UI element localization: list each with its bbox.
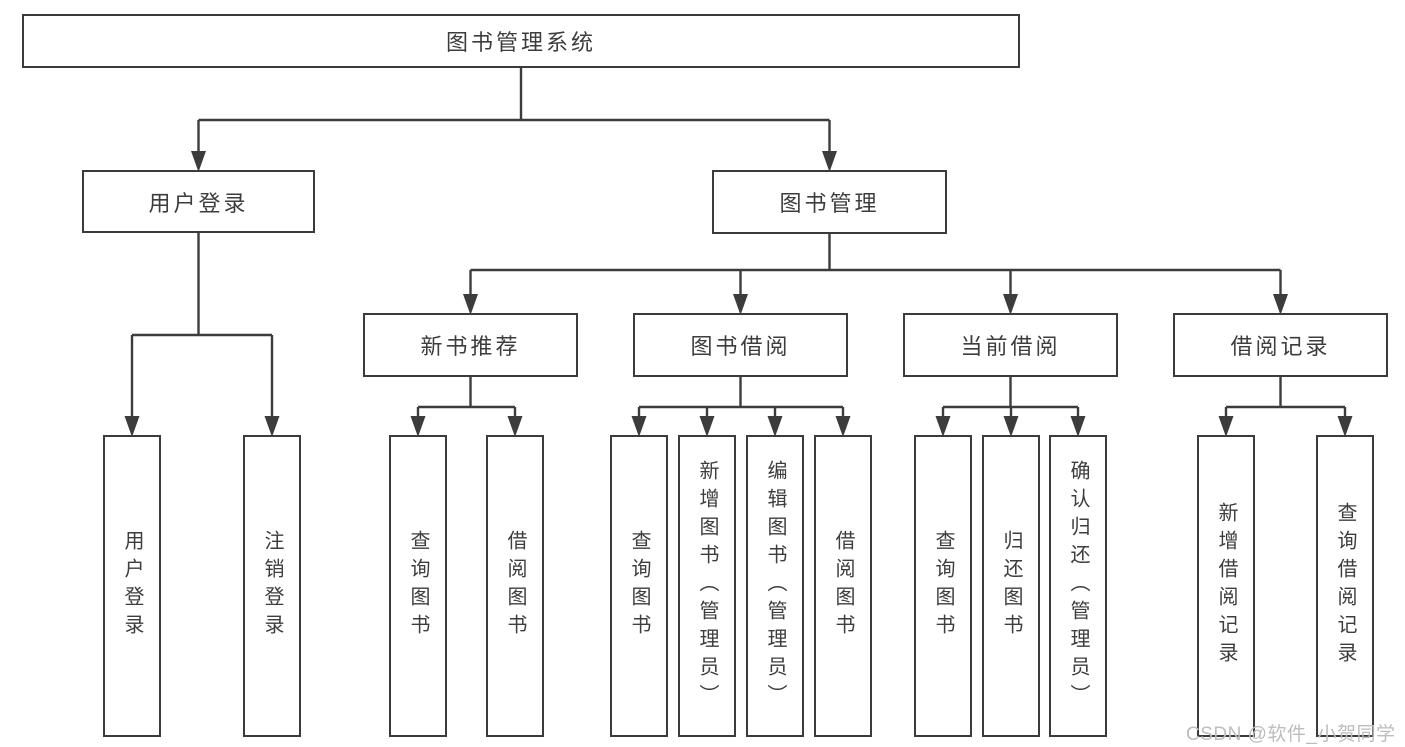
arrowhead bbox=[835, 416, 851, 437]
arrowhead bbox=[1218, 416, 1234, 437]
node-label: 查询图书 bbox=[932, 530, 954, 642]
node-new-book-recommend: 新书推荐 bbox=[363, 313, 578, 377]
node-label: 查询图书 bbox=[628, 530, 650, 642]
node-label: 借阅图书 bbox=[504, 530, 526, 642]
node-label: 图书管理系统 bbox=[445, 30, 596, 55]
arrowhead bbox=[191, 151, 206, 172]
connector-userlogin-to-leaves bbox=[130, 233, 274, 417]
leaf-query-books-recommend: 查询图书 bbox=[389, 435, 447, 737]
connector-borrowrecord-to-leaves bbox=[1224, 377, 1347, 417]
leaf-add-borrow-record: 新增借阅记录 bbox=[1197, 435, 1255, 737]
leaf-return-book: 归还图书 bbox=[982, 435, 1040, 737]
leaf-add-book-admin: 新增图书（管理员） bbox=[678, 435, 736, 737]
arrowhead bbox=[1003, 294, 1018, 315]
node-label: 归还图书 bbox=[1000, 530, 1022, 642]
node-borrowing-records: 借阅记录 bbox=[1173, 313, 1388, 377]
leaf-user-login: 用户登录 bbox=[103, 435, 161, 737]
connector-newbook-to-leaves bbox=[416, 377, 517, 417]
node-label: 查询图书 bbox=[407, 530, 429, 642]
connector-root-to-level2 bbox=[197, 68, 831, 152]
csdn-watermark: CSDN @软件_小贺同学 bbox=[1186, 724, 1396, 745]
leaf-query-borrow-record: 查询借阅记录 bbox=[1316, 435, 1374, 737]
node-label: 新增图书（管理员） bbox=[696, 460, 718, 712]
node-label: 图书管理 bbox=[779, 191, 880, 216]
node-label: 查询借阅记录 bbox=[1334, 502, 1356, 670]
arrowhead bbox=[631, 416, 647, 437]
arrowhead bbox=[822, 151, 837, 172]
node-book-management: 图书管理 bbox=[712, 170, 947, 234]
arrowhead bbox=[767, 416, 783, 437]
node-label: 编辑图书（管理员） bbox=[764, 460, 786, 712]
arrowhead bbox=[1273, 294, 1288, 315]
leaf-query-books-borrow: 查询图书 bbox=[610, 435, 668, 737]
node-label: 注销登录 bbox=[261, 530, 283, 642]
connector-bookborrow-to-leaves bbox=[637, 377, 845, 417]
node-root-library-system: 图书管理系统 bbox=[22, 14, 1020, 68]
node-label: 确认归还（管理员） bbox=[1067, 460, 1089, 712]
arrowhead bbox=[1003, 416, 1019, 437]
arrowhead bbox=[935, 416, 951, 437]
leaf-query-books-current: 查询图书 bbox=[914, 435, 972, 737]
node-label: 用户登录 bbox=[148, 190, 249, 216]
arrowhead bbox=[124, 416, 140, 437]
node-book-borrowing: 图书借阅 bbox=[633, 313, 848, 377]
leaf-confirm-return-admin: 确认归还（管理员） bbox=[1049, 435, 1107, 737]
node-label: 新增借阅记录 bbox=[1215, 502, 1237, 670]
arrowhead bbox=[733, 294, 748, 315]
node-current-borrowing: 当前借阅 bbox=[903, 313, 1118, 377]
leaf-borrow-books-recommend: 借阅图书 bbox=[486, 435, 544, 737]
node-user-login: 用户登录 bbox=[82, 170, 315, 233]
arrowhead bbox=[507, 416, 523, 437]
node-label: 新书推荐 bbox=[420, 334, 521, 359]
arrowheads bbox=[124, 151, 1353, 437]
node-label: 当前借阅 bbox=[960, 334, 1061, 359]
leaf-logout: 注销登录 bbox=[243, 435, 301, 737]
arrowhead bbox=[264, 416, 280, 437]
node-label: 图书借阅 bbox=[690, 334, 791, 359]
node-label: 用户登录 bbox=[121, 530, 143, 642]
arrowhead bbox=[1337, 416, 1353, 437]
arrowhead bbox=[410, 416, 426, 437]
connector-bookmgmt-to-level3 bbox=[469, 234, 1282, 295]
leaf-borrow-books: 借阅图书 bbox=[814, 435, 872, 737]
connector-currentborrow-to-leaves bbox=[941, 377, 1080, 417]
arrowhead bbox=[699, 416, 715, 437]
node-label: 借阅记录 bbox=[1230, 334, 1331, 359]
arrowhead bbox=[1070, 416, 1086, 437]
leaf-edit-book-admin: 编辑图书（管理员） bbox=[746, 435, 804, 737]
arrowhead bbox=[463, 294, 478, 315]
node-label: 借阅图书 bbox=[832, 530, 854, 642]
